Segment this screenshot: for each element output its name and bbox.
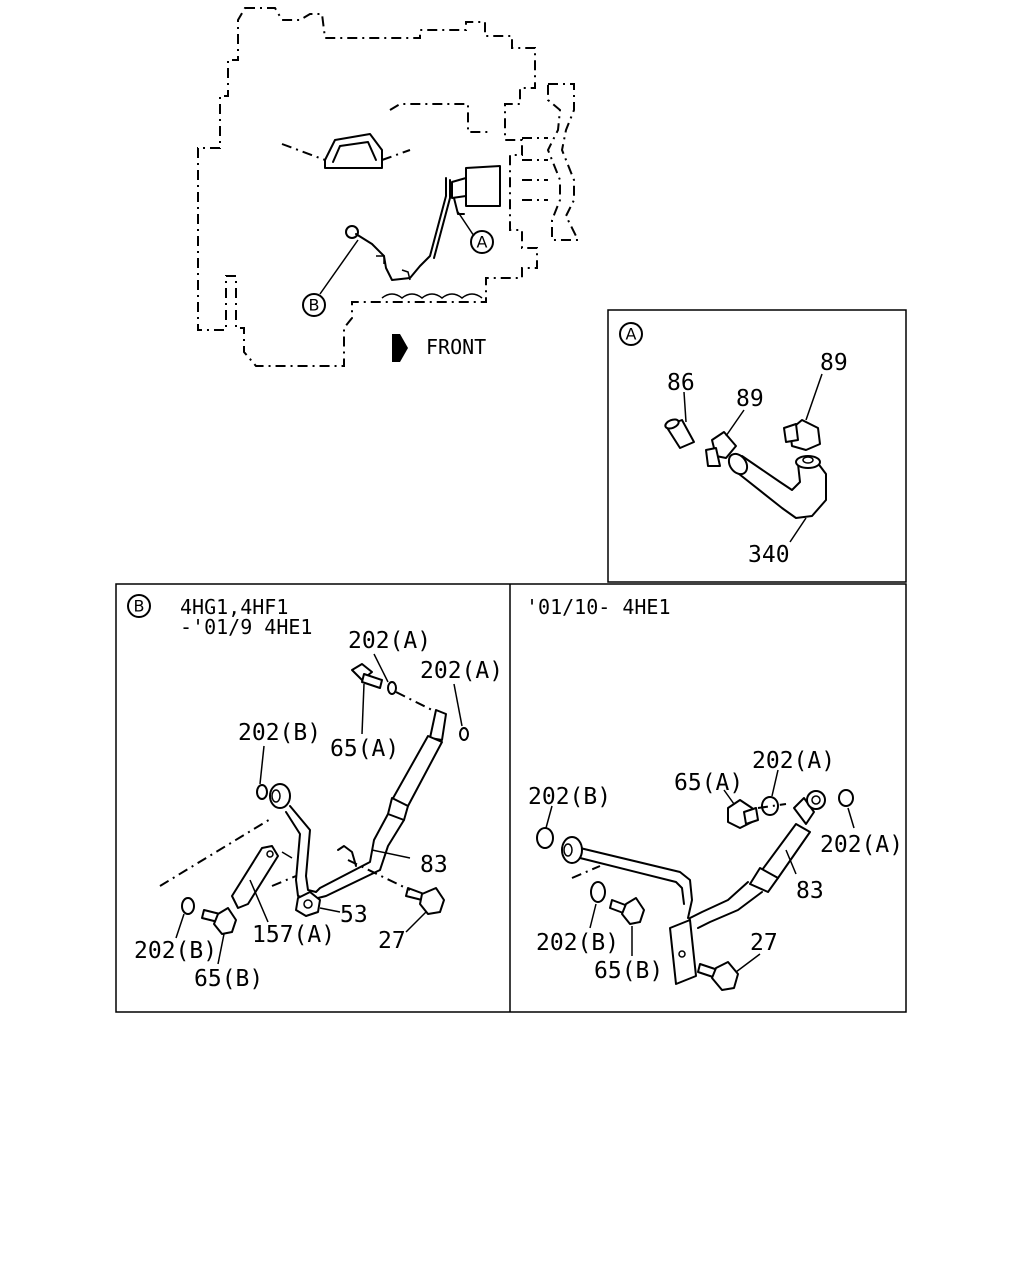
detail-b-box [115,583,907,1013]
part-89-clip-left [705,431,737,467]
part-157a-bracket [231,845,357,909]
part-86-fitting [664,418,695,449]
front-label: FRONT [426,335,486,359]
right-label-202a-far: 202(A) [820,832,903,858]
left-label-202a-right: 202(A) [420,658,503,684]
left-label-202b-upper: 202(B) [238,720,321,746]
part-89-clip-right [783,419,821,451]
right-label-202b-lower: 202(B) [536,930,619,956]
left-label-65a: 65(A) [330,736,399,762]
right-title: '01/10- 4HE1 [526,595,671,619]
part-65b-bolt-right [609,897,645,925]
washer-202b-right-lower [590,881,606,903]
part-340-hose [727,452,827,519]
washer-202b-lower [181,897,195,915]
part-27-bolt-right [697,961,739,991]
front-arrow-icon [392,334,408,362]
label-86: 86 [667,370,695,396]
washer-202a-top [387,681,397,695]
detail-a-box: A 86 89 89 340 [607,309,907,583]
part-53-nut [295,891,321,917]
right-label-202a-top: 202(A) [752,748,835,774]
left-label-83: 83 [420,852,448,878]
right-label-83: 83 [796,878,824,904]
label-340: 340 [748,542,790,568]
label-89-left: 89 [736,386,764,412]
left-label-202a-top: 202(A) [348,628,431,654]
detail-b-badge: B [134,597,145,616]
left-label-157a: 157(A) [252,922,335,948]
left-label-202b-lower: 202(B) [134,938,217,964]
detail-b-left-panel: B 4HG1,4HF1 -'01/9 4HE1 [127,594,503,992]
part-65b-bolt [201,907,237,935]
right-label-27: 27 [750,930,778,956]
detail-a-badge: A [626,325,637,344]
part-83-hose-left [269,709,447,901]
right-label-202b-upper: 202(B) [528,784,611,810]
left-label-27: 27 [378,928,406,954]
washer-202a-right [459,727,469,741]
callout-a-label: A [477,233,488,252]
part-65a-bolt [351,663,383,689]
left-title-line1: 4HG1,4HF1 [180,595,288,619]
callout-b-label: B [309,296,320,315]
engine-overview: A B FRONT [197,7,580,367]
washer-202b-right-upper [536,827,554,849]
left-label-65b: 65(B) [194,966,263,992]
part-27-bolt [405,887,445,915]
washer-202b-upper [256,784,268,800]
right-label-65a: 65(A) [674,770,743,796]
left-title-line2: -'01/9 4HE1 [180,615,312,639]
detail-b-right-panel: '01/10- 4HE1 [526,595,903,991]
part-65a-bolt-right [727,799,759,829]
washer-202a-right-far [838,789,854,807]
washer-202a-right-mid [761,796,779,816]
right-label-65b: 65(B) [594,958,663,984]
left-label-53: 53 [340,902,368,928]
label-89-right: 89 [820,350,848,376]
